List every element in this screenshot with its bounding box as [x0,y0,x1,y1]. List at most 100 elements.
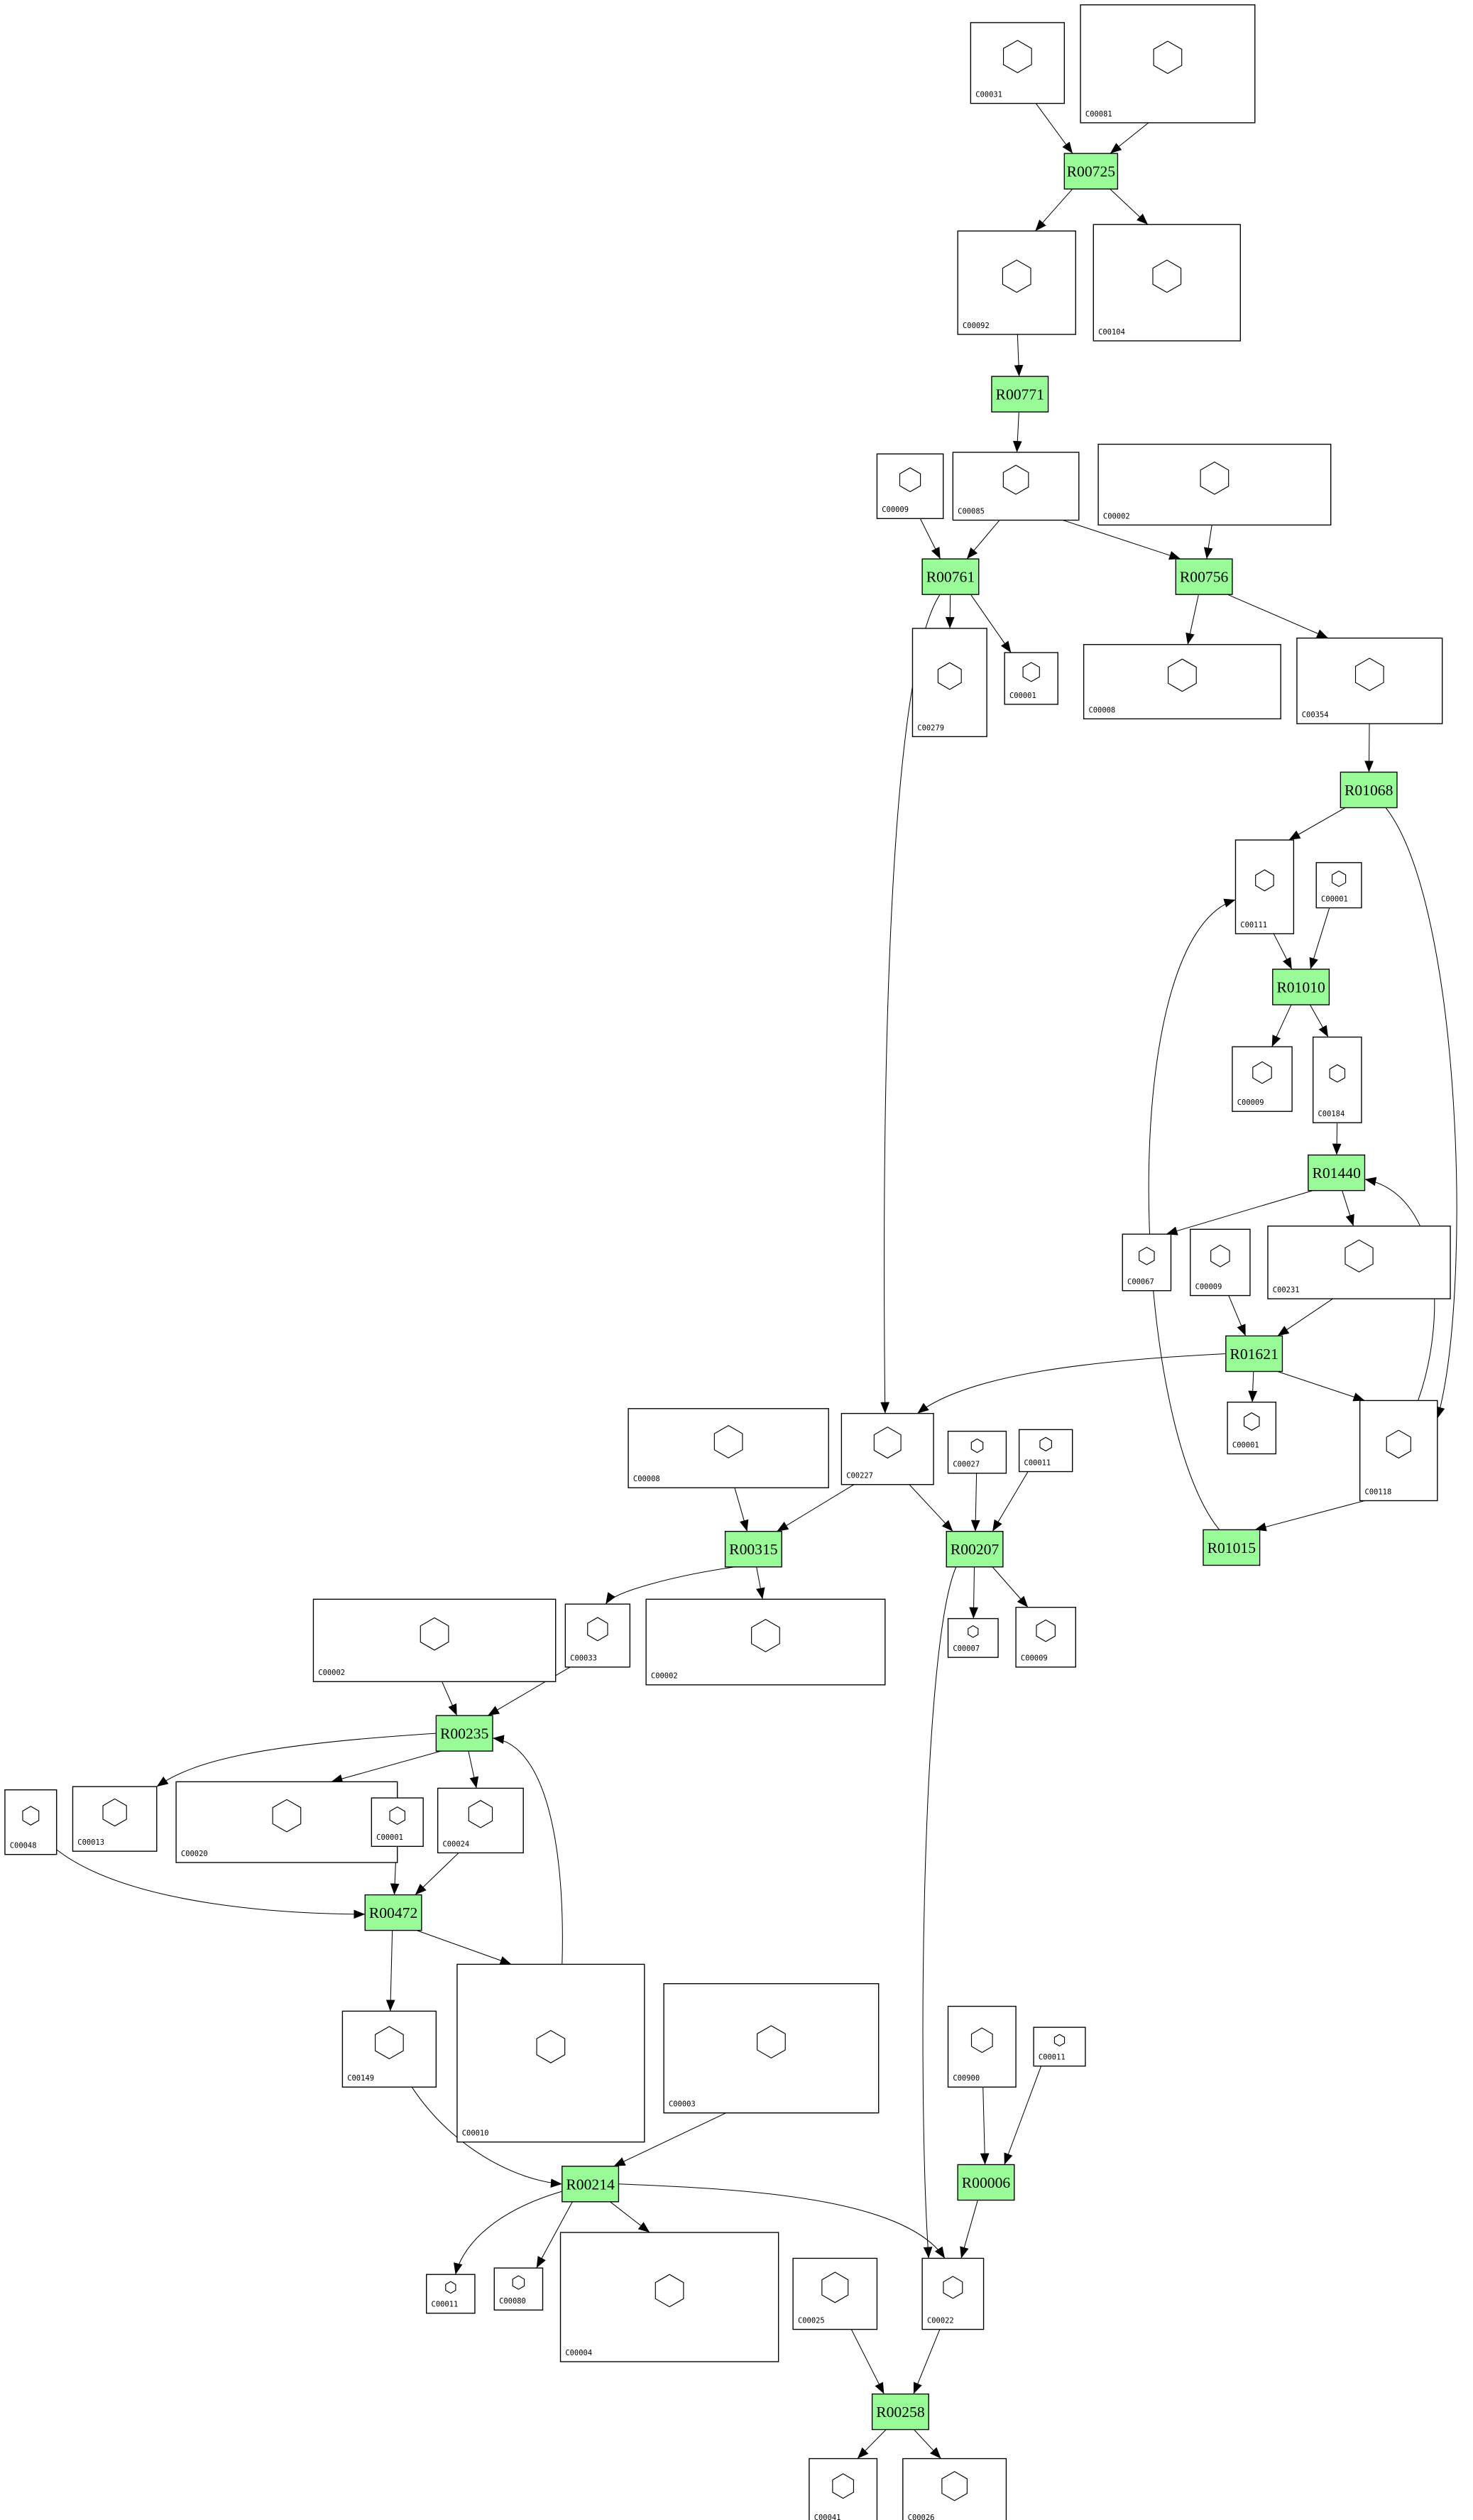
reaction-node-r00214[interactable]: R00214 [562,2166,620,2203]
compound-node-c00027[interactable]: C00027 [947,1430,1007,1474]
compound-box[interactable] [911,628,987,738]
compound-node-c00354[interactable]: C00354 [1296,637,1443,724]
reaction-box[interactable] [1063,153,1119,190]
compound-node-c00011[interactable]: C00011 [426,2274,476,2314]
reaction-box[interactable] [1203,1529,1261,1566]
compound-node-c00001[interactable]: C00001 [371,1797,424,1848]
compound-box[interactable] [437,1787,524,1854]
compound-node-c00004[interactable]: C00004 [559,2232,779,2362]
compound-node-c00048[interactable]: C00048 [4,1789,58,1855]
compound-box[interactable] [645,1598,886,1686]
compound-node-c00227[interactable]: C00227 [840,1412,934,1485]
compound-node-c00231[interactable]: C00231 [1267,1226,1451,1299]
compound-node-c00002[interactable]: C00002 [1097,443,1332,526]
reaction-box[interactable] [991,376,1049,413]
compound-box[interactable] [1359,1400,1438,1502]
compound-box[interactable] [1004,652,1058,705]
compound-box[interactable] [1083,644,1281,720]
compound-box[interactable] [1315,862,1362,909]
compound-box[interactable] [1234,839,1295,934]
compound-box[interactable] [1296,637,1443,724]
compound-node-c00041[interactable]: C00041 [809,2458,878,2520]
compound-node-c00067[interactable]: C00067 [1122,1233,1172,1292]
reaction-node-r01010[interactable]: R01010 [1272,969,1330,1005]
reaction-box[interactable] [562,2166,620,2203]
reaction-node-r01621[interactable]: R01621 [1225,1335,1283,1373]
reaction-node-r00207[interactable]: R00207 [946,1531,1004,1568]
compound-box[interactable] [902,2458,1007,2520]
compound-node-c00008[interactable]: C00008 [1083,644,1281,720]
reaction-box[interactable] [1175,558,1233,595]
compound-node-c00081[interactable]: C00081 [1080,4,1256,124]
compound-node-c00001[interactable]: C00001 [1227,1402,1277,1455]
compound-node-c00085[interactable]: C00085 [952,452,1080,521]
compound-box[interactable] [947,1618,999,1658]
reaction-box[interactable] [724,1531,782,1568]
compound-box[interactable] [341,2010,437,2088]
reaction-box[interactable] [957,2164,1015,2201]
compound-box[interactable] [1033,2027,1086,2067]
reaction-box[interactable] [1308,1154,1366,1191]
reaction-node-r00235[interactable]: R00235 [435,1715,493,1752]
reaction-box[interactable] [921,558,980,595]
compound-node-c00031[interactable]: C00031 [970,22,1066,104]
compound-node-c00022[interactable]: C00022 [921,2257,985,2330]
reaction-box[interactable] [364,1894,422,1931]
compound-box[interactable] [312,1598,557,1682]
reaction-node-r00315[interactable]: R00315 [724,1531,782,1568]
reaction-box[interactable] [1340,771,1398,809]
compound-box[interactable] [921,2257,985,2330]
compound-box[interactable] [1232,1046,1293,1112]
compound-node-c00009[interactable]: C00009 [1232,1046,1293,1112]
compound-node-c00007[interactable]: C00007 [947,1618,999,1658]
compound-box[interactable] [4,1789,58,1855]
compound-box[interactable] [1093,224,1241,342]
compound-box[interactable] [952,452,1080,521]
compound-box[interactable] [456,1963,645,2143]
compound-box[interactable] [792,2257,878,2330]
compound-node-c00184[interactable]: C00184 [1312,1036,1362,1123]
compound-node-c00020[interactable]: C00020 [175,1781,398,1863]
compound-node-c00900[interactable]: C00900 [947,2005,1017,2088]
compound-node-c00026[interactable]: C00026 [902,2458,1007,2520]
compound-box[interactable] [1267,1226,1451,1299]
reaction-box[interactable] [1225,1335,1283,1373]
compound-node-c00025[interactable]: C00025 [792,2257,878,2330]
compound-node-c00003[interactable]: C00003 [663,1983,880,2114]
compound-node-c00279[interactable]: C00279 [911,628,987,738]
reaction-node-r00756[interactable]: R00756 [1175,558,1233,595]
compound-box[interactable] [663,1983,880,2114]
compound-box[interactable] [970,22,1066,104]
reaction-box[interactable] [871,2393,929,2431]
compound-box[interactable] [559,2232,779,2362]
compound-node-c00149[interactable]: C00149 [341,2010,437,2088]
compound-node-c00008[interactable]: C00008 [628,1408,829,1488]
compound-node-c00009[interactable]: C00009 [1190,1228,1251,1297]
compound-node-c00080[interactable]: C00080 [493,2267,544,2311]
reaction-node-r00725[interactable]: R00725 [1063,153,1119,190]
compound-node-c00011[interactable]: C00011 [1033,2027,1086,2067]
compound-node-c00001[interactable]: C00001 [1315,862,1362,909]
compound-node-c00118[interactable]: C00118 [1359,1400,1438,1502]
compound-node-c00009[interactable]: C00009 [1015,1606,1076,1668]
compound-node-c00009[interactable]: C00009 [876,453,944,519]
compound-box[interactable] [957,230,1076,335]
compound-box[interactable] [840,1412,934,1485]
compound-box[interactable] [1227,1402,1277,1455]
compound-box[interactable] [1015,1606,1076,1668]
reaction-node-r00771[interactable]: R00771 [991,376,1049,413]
compound-box[interactable] [947,2005,1017,2088]
compound-box[interactable] [1312,1036,1362,1123]
reaction-node-r00006[interactable]: R00006 [957,2164,1015,2201]
reaction-node-r01068[interactable]: R01068 [1340,771,1398,809]
compound-node-c00104[interactable]: C00104 [1093,224,1241,342]
compound-node-c00111[interactable]: C00111 [1234,839,1295,934]
compound-box[interactable] [72,1786,158,1852]
reaction-node-r00761[interactable]: R00761 [921,558,980,595]
compound-box[interactable] [1097,443,1332,526]
compound-box[interactable] [1080,4,1256,124]
compound-node-c00002[interactable]: C00002 [312,1598,557,1682]
reaction-node-r01440[interactable]: R01440 [1308,1154,1366,1191]
compound-box[interactable] [876,453,944,519]
reaction-node-r00472[interactable]: R00472 [364,1894,422,1931]
